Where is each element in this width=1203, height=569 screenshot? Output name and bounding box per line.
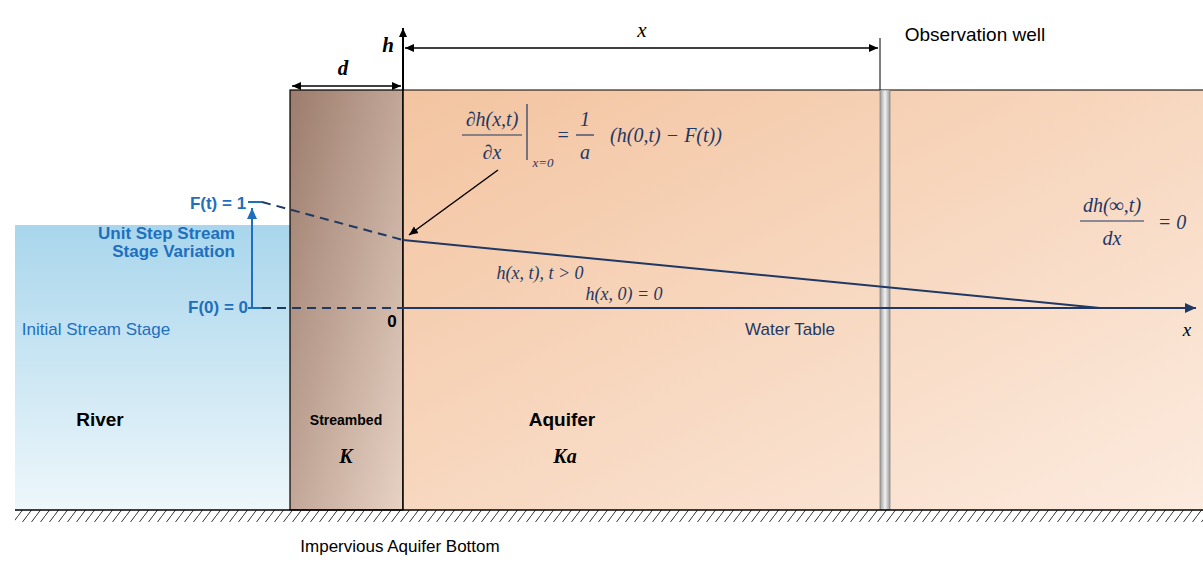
formula: 1 <box>580 109 590 130</box>
water-table-label: Water Table <box>745 321 835 339</box>
well-label: Observation well <box>905 25 1045 45</box>
formula: = 0 <box>1158 212 1187 233</box>
formula: dx <box>1103 228 1122 249</box>
formula: (h(0,t) − F(t)) <box>610 125 722 146</box>
region: River <box>15 225 290 510</box>
formula: ∂h(x,t) <box>466 109 519 130</box>
stage-label: F(t) = 1 <box>190 195 246 213</box>
stage-note: Initial Stream Stage <box>22 321 170 339</box>
formula: dh(∞,t) <box>1083 195 1141 216</box>
curve-label: h(x, 0) = 0 <box>585 285 662 303</box>
stage-note: Unit Step Stream Stage Variation <box>85 225 235 261</box>
region: StreambedK <box>290 90 403 510</box>
formula: = <box>556 125 570 146</box>
stage-label: F(0) = 0 <box>188 299 248 317</box>
origin-label: 0 <box>387 313 396 331</box>
region-label: Aquifer <box>529 410 596 430</box>
formula: a <box>580 142 590 163</box>
bottom-label: Impervious Aquifer Bottom <box>300 538 499 556</box>
dimension-label: x <box>637 19 646 41</box>
region: AquiferKa <box>403 90 1203 510</box>
formula: ∂x <box>483 142 502 163</box>
region-label: River <box>76 410 124 430</box>
region-label: Ka <box>553 446 576 467</box>
axis-label: h <box>382 34 394 56</box>
curve-label: h(x, t), t > 0 <box>496 264 583 282</box>
formula: x=0 <box>532 156 553 170</box>
dimension-label: d <box>338 57 349 79</box>
region-label: K <box>339 446 352 467</box>
axis-label: x <box>1183 320 1191 340</box>
region-label: Streambed <box>310 413 382 428</box>
